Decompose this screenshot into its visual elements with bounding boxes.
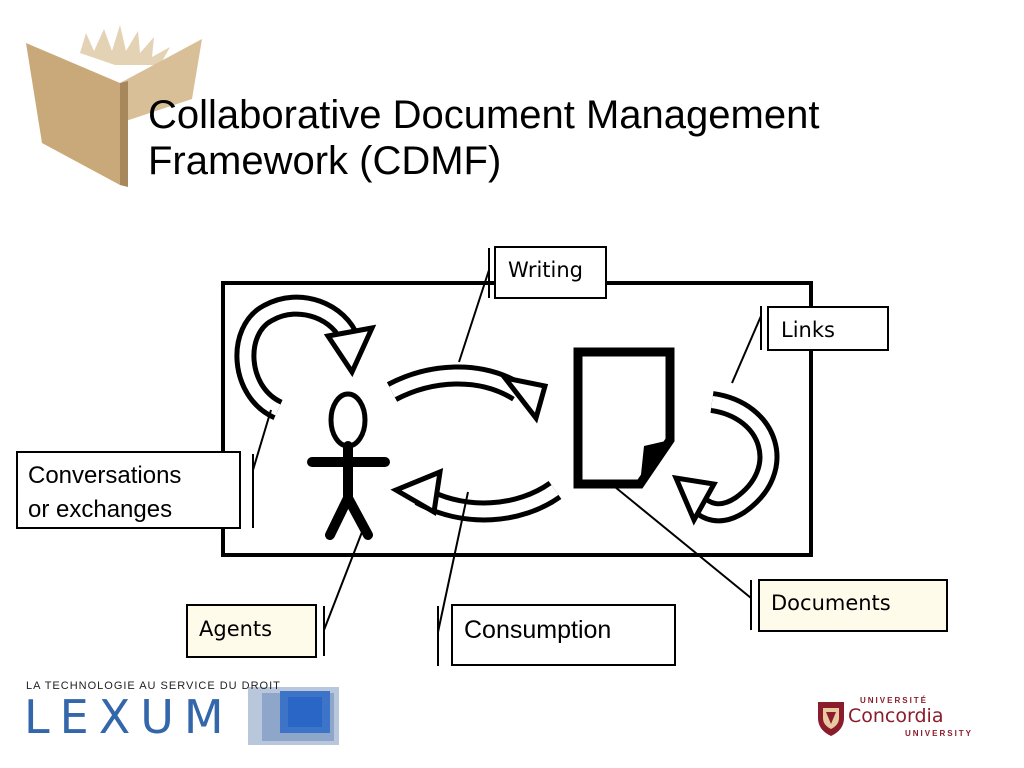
title-line-2: Framework (CDMF) xyxy=(148,139,502,183)
concordia-bottom-text: UNIVERSITY xyxy=(905,729,974,738)
title-line-1: Collaborative Document Management xyxy=(148,93,820,137)
writing-arrow-icon xyxy=(386,364,549,424)
links-cycle-arrow-icon xyxy=(671,391,780,526)
links-label: Links xyxy=(767,306,889,351)
book-logo-icon xyxy=(26,25,202,187)
concordia-wordmark: Concordia xyxy=(848,705,944,727)
slide-title: Collaborative Document Management Framew… xyxy=(148,92,968,184)
documents-label: Documents xyxy=(758,579,948,632)
document-icon xyxy=(573,347,675,489)
writing-label: Writing xyxy=(494,246,607,299)
concordia-crest-icon xyxy=(818,702,844,736)
lexum-tagline: LA TECHNOLOGIE AU SERVICE DU DROIT xyxy=(26,680,281,692)
conversations-label: Conversations or exchanges xyxy=(16,451,241,529)
agents-label: Agents xyxy=(186,604,317,658)
conversations-label-line-1: Conversations xyxy=(28,462,182,489)
consumption-label: Consumption xyxy=(451,604,676,666)
conversations-label-line-2: or exchanges xyxy=(28,496,173,523)
concordia-top-text: UNIVERSITÉ xyxy=(860,696,929,705)
callout-lines xyxy=(252,248,762,666)
conversations-cycle-arrow-icon xyxy=(234,294,377,421)
consumption-arrow-icon xyxy=(390,468,562,523)
lexum-wordmark: LEXUM xyxy=(24,690,234,744)
lexum-logo-graphic xyxy=(26,683,339,745)
stick-figure-icon xyxy=(307,391,390,540)
